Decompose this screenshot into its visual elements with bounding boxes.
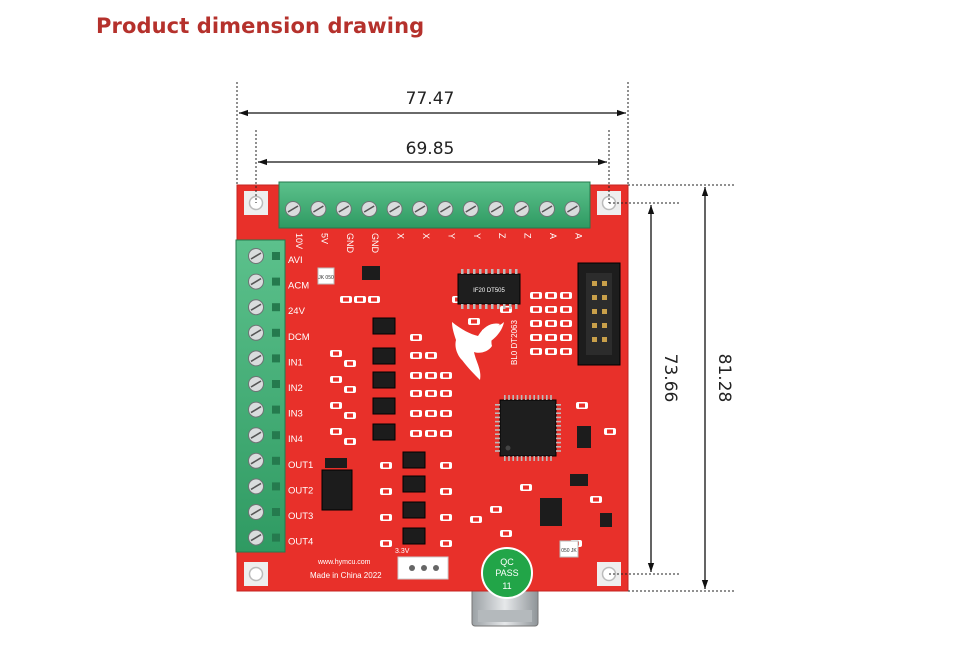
driver-ic: IF20 DT505	[457, 269, 521, 309]
top-terminal-label: Z	[523, 233, 533, 239]
left-terminal-label: OUT1	[288, 460, 313, 471]
left-terminal-label: IN4	[288, 434, 303, 445]
left-terminal-label: OUT2	[288, 485, 313, 496]
qc-pass-sticker: QC PASS 11	[481, 547, 533, 599]
sticker-top: JK 050	[317, 267, 335, 285]
top-terminal-label: GND	[345, 233, 355, 254]
pcb-board	[236, 184, 629, 592]
top-terminal-label: GND	[370, 233, 380, 254]
top-terminal-block	[278, 181, 591, 229]
voltage-label: 3.3V	[395, 548, 410, 555]
left-terminal-block	[235, 239, 286, 553]
ic-label: BL0 DT2063	[510, 320, 519, 365]
left-terminal-label: OUT4	[288, 537, 313, 548]
svg-text:050 JK: 050 JK	[561, 548, 577, 554]
left-terminal-label: ACM	[288, 281, 309, 292]
top-terminal-label: X	[421, 233, 431, 239]
smd-components	[330, 292, 616, 547]
qc-line2: PASS	[495, 568, 518, 578]
hole-width-value: 69.85	[406, 139, 455, 159]
hole-height-value: 73.66	[660, 354, 680, 403]
made-in-text: Made in China 2022	[310, 571, 382, 580]
top-terminal-label: A	[548, 233, 558, 239]
page-title: Product dimension drawing	[96, 14, 425, 38]
top-terminal-label: Z	[497, 233, 507, 239]
left-terminal-label: IN1	[288, 357, 303, 368]
left-terminal-label: DCM	[288, 332, 310, 343]
qc-number: 11	[502, 581, 511, 591]
top-terminal-label: Y	[472, 233, 482, 239]
ic-marking: IF20 DT505	[473, 288, 505, 294]
top-terminal-label: 5V	[319, 233, 329, 244]
eagle-logo	[452, 322, 504, 380]
qc-line1: QC	[500, 557, 514, 567]
dimension-lines	[236, 82, 734, 592]
top-terminal-label: 10V	[294, 233, 304, 249]
top-terminal-label: X	[396, 233, 406, 239]
left-terminal-label: IN3	[288, 409, 303, 420]
outer-width-value: 77.47	[406, 89, 455, 109]
svg-text:JK 050: JK 050	[318, 275, 334, 281]
idc-header	[577, 262, 621, 366]
mcu-chip	[495, 395, 561, 461]
left-terminal-label: 24V	[288, 306, 306, 317]
optocouplers	[321, 266, 612, 545]
left-terminal-label: IN2	[288, 383, 303, 394]
sticker-bottom: 050 JK	[559, 540, 579, 558]
left-terminal-label: OUT3	[288, 511, 313, 522]
top-terminal-label: Y	[446, 233, 456, 239]
top-terminal-label: A	[573, 233, 583, 239]
outer-height-value: 81.28	[714, 354, 734, 403]
left-terminal-label: AVI	[288, 255, 303, 266]
website-text: www.hymcu.com	[317, 559, 371, 566]
top-terminal-labels: 10V 5V GND GND X X Y Y Z Z A A	[294, 233, 583, 254]
